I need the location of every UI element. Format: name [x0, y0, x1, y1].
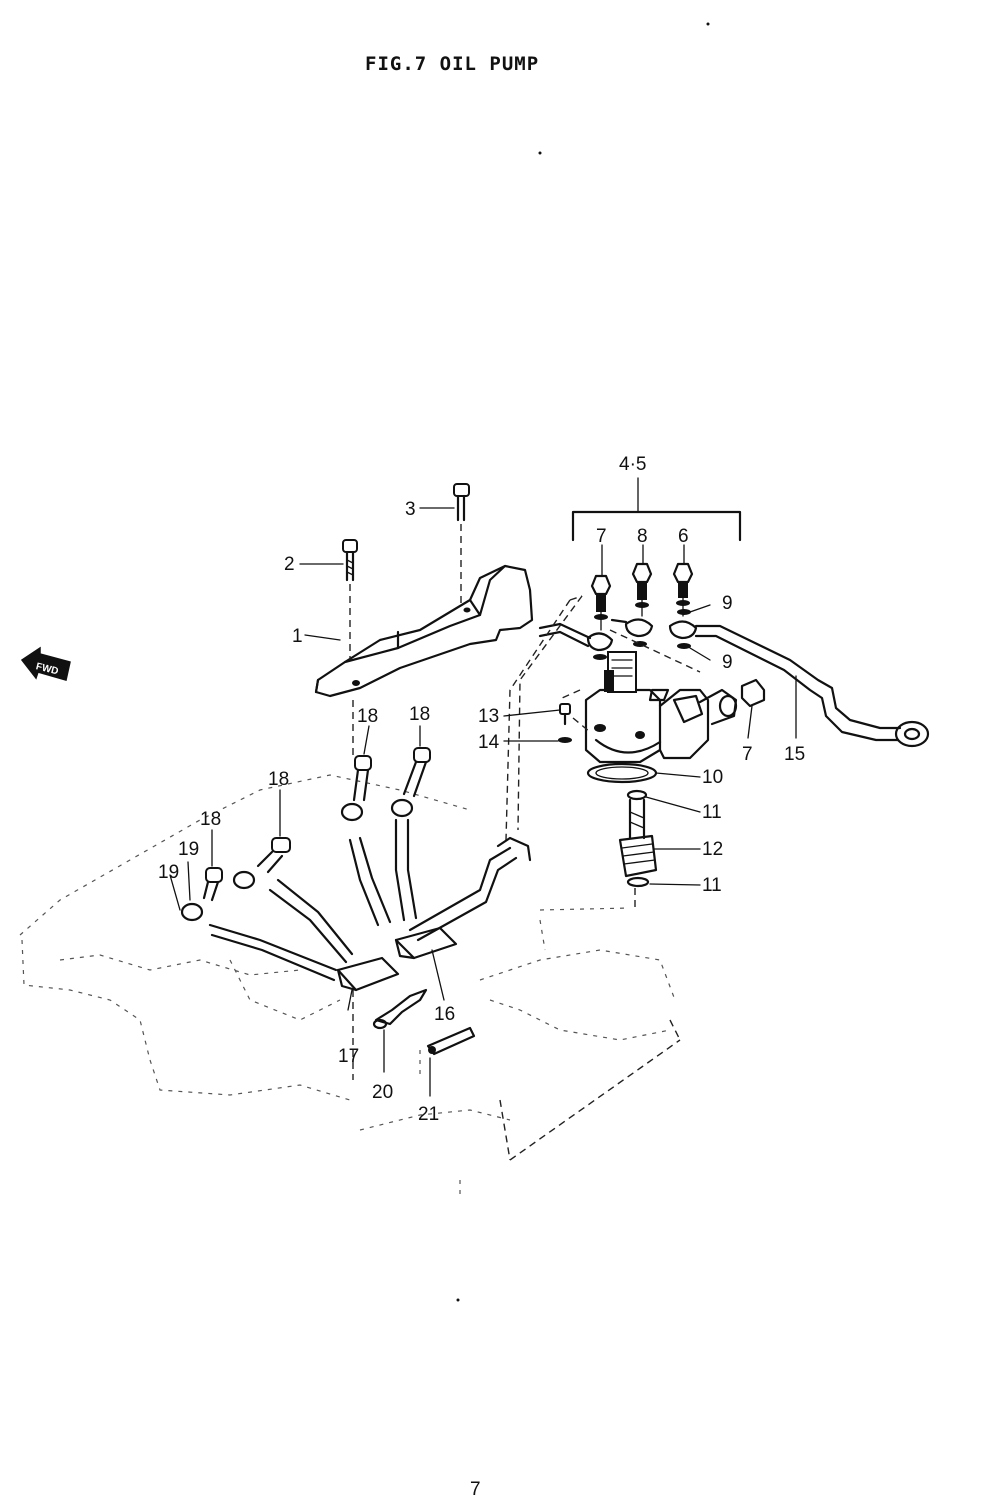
page-number: 7 [470, 1479, 481, 1499]
tank-outlet-pipes [505, 595, 701, 841]
banjo-fittings [586, 587, 698, 660]
callout-18: 18 [357, 706, 378, 727]
o-ring-10 [586, 762, 658, 784]
callout-15: 15 [784, 744, 805, 765]
callout-17: 17 [338, 1046, 359, 1067]
drive-gear-12 [618, 834, 658, 888]
kit-bracket-4-5 [571, 477, 742, 542]
screw-13 [559, 703, 571, 726]
engine-outline [19, 774, 681, 1200]
callout-2: 2 [284, 554, 295, 575]
callout-18: 18 [200, 809, 221, 830]
clip-20 [372, 988, 428, 1030]
outlet-hoses [208, 818, 532, 982]
callout-4-5: 4·5 [619, 454, 646, 475]
tank-bolt-3 [453, 483, 470, 604]
callout-10: 10 [702, 767, 723, 788]
washer-14 [558, 737, 572, 743]
callout-11: 11 [702, 875, 722, 896]
callout-19: 19 [158, 862, 179, 883]
callout-1: 1 [292, 626, 303, 647]
callout-3: 3 [405, 499, 416, 520]
fwd-arrow-icon: FWD [20, 646, 71, 681]
oil-pump-body[interactable] [584, 651, 738, 764]
banjo-bolt-18b [390, 747, 431, 818]
guide-line [572, 717, 591, 733]
hose-clamp-17 [336, 956, 400, 992]
figure-title: FIG.7 OIL PUMP [365, 53, 539, 75]
callout-9: 9 [722, 652, 733, 673]
delivery-pipe-15 [694, 624, 930, 748]
callout-7: 7 [742, 744, 753, 765]
fwd-label: FWD [35, 661, 60, 677]
guide-line [561, 689, 581, 699]
callout-13: 13 [478, 706, 499, 727]
callout-12: 12 [702, 839, 723, 860]
callout-20: 20 [372, 1082, 393, 1103]
cap-7 [740, 678, 766, 708]
callout-18: 18 [409, 704, 430, 725]
scan-speck [538, 151, 542, 155]
leader-lines [169, 507, 797, 1097]
scan-speck [456, 1298, 460, 1302]
callout-8: 8 [637, 526, 648, 547]
callout-6: 6 [678, 526, 689, 547]
scan-speck [706, 22, 710, 26]
callout-16: 16 [434, 1004, 455, 1025]
hose-clamp-16 [394, 926, 458, 960]
tank-bolt-2 [342, 539, 358, 660]
callout-19: 19 [178, 839, 199, 860]
banjo-bolt-18d [180, 867, 223, 922]
pump-drive-shaft [626, 789, 648, 840]
callout-21: 21 [418, 1104, 439, 1125]
callout-11: 11 [702, 802, 722, 823]
oil-tank[interactable] [314, 564, 534, 698]
callout-18: 18 [268, 769, 289, 790]
banjo-bolt-18c [232, 837, 291, 890]
callout-7: 7 [596, 526, 607, 547]
band-21 [426, 1026, 476, 1056]
banjo-bolt-18a [340, 755, 372, 822]
callout-9: 9 [722, 593, 733, 614]
callout-14: 14 [478, 732, 500, 753]
